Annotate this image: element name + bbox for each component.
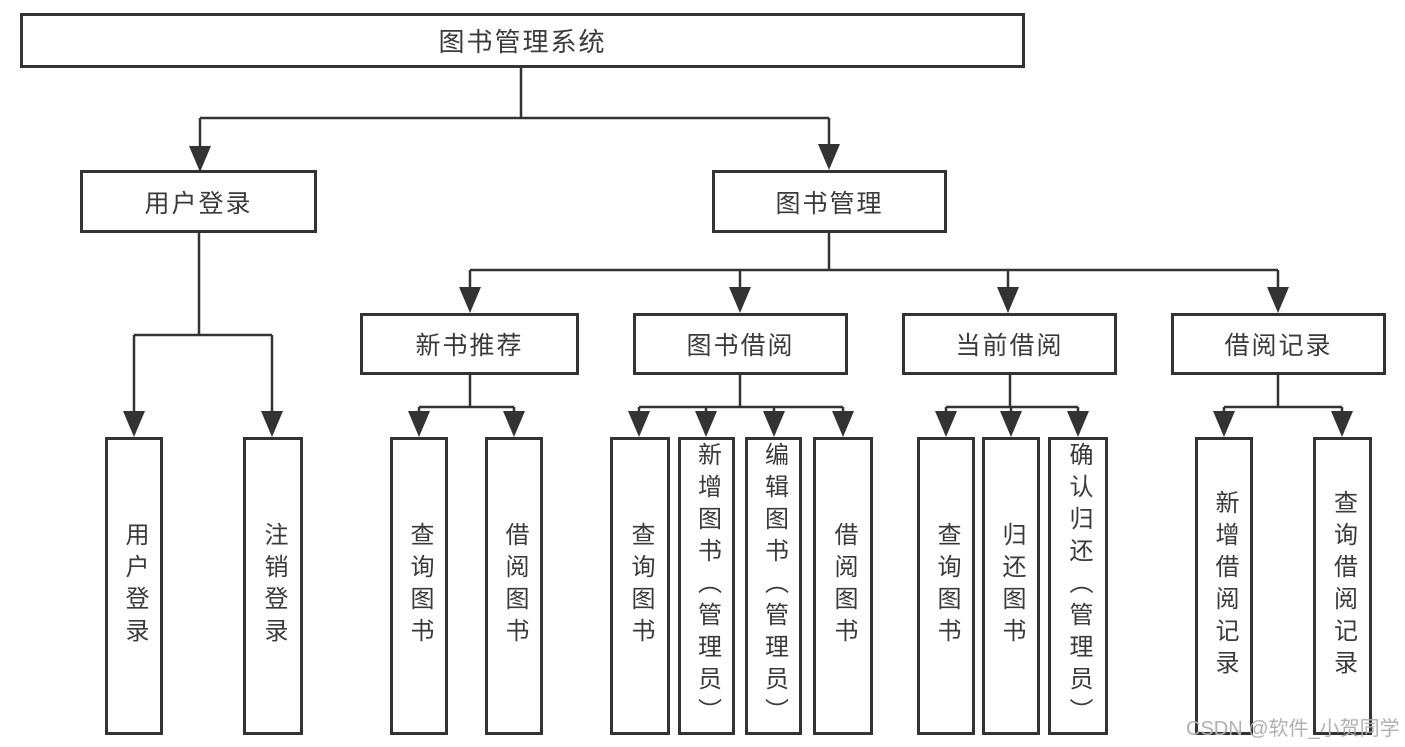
arrowhead <box>503 411 525 437</box>
node-label: 查询借阅记录 <box>1329 490 1357 682</box>
arrowhead <box>935 411 957 437</box>
arrowheads <box>123 144 1353 437</box>
arrowhead <box>695 411 717 437</box>
arrowhead <box>818 144 840 170</box>
node-book-borrow: 图书借阅 <box>633 313 848 375</box>
node-add-borrow-record: 新增借阅记录 <box>1195 437 1253 735</box>
node-label: 图书管理 <box>775 189 884 218</box>
node-search-books-current: 查询图书 <box>917 437 975 735</box>
arrowhead <box>763 411 785 437</box>
arrowhead <box>729 287 751 313</box>
connector-path <box>132 68 1344 411</box>
arrowhead <box>459 287 481 313</box>
node-root: 图书管理系统 <box>20 13 1025 68</box>
node-label: 编辑图书（管理员） <box>760 442 788 730</box>
node-label: 新增图书（管理员） <box>693 442 721 730</box>
arrowhead <box>189 146 211 172</box>
arrowhead <box>1000 411 1022 437</box>
node-label: 用户登录 <box>144 189 253 218</box>
node-current-borrow: 当前借阅 <box>902 313 1117 375</box>
node-borrow-books-recommend: 借阅图书 <box>485 437 543 735</box>
node-search-borrow-record: 查询借阅记录 <box>1313 437 1372 735</box>
node-book-mgmt: 图书管理 <box>712 170 947 233</box>
node-label: 图书管理系统 <box>438 27 607 57</box>
arrowhead <box>997 287 1019 313</box>
arrowhead <box>1067 411 1089 437</box>
node-label: 图书借阅 <box>686 332 795 360</box>
watermark: CSDN @软件_小贺同学 <box>1186 718 1400 740</box>
node-add-books-admin: 新增图书（管理员） <box>678 437 735 735</box>
node-label: 借阅图书 <box>501 522 528 650</box>
arrowhead <box>832 411 854 437</box>
node-label: 归还图书 <box>998 522 1025 650</box>
node-logout: 注销登录 <box>243 437 303 735</box>
node-return-books: 归还图书 <box>982 437 1040 735</box>
node-label: 当前借阅 <box>955 332 1064 360</box>
node-label: 查询图书 <box>933 522 960 650</box>
node-label: 新增借阅记录 <box>1211 490 1238 682</box>
node-search-books-borrow: 查询图书 <box>610 437 670 735</box>
node-label: 注销登录 <box>260 522 287 650</box>
node-user-login-branch: 用户登录 <box>80 170 317 233</box>
arrowhead <box>1213 411 1235 437</box>
node-new-book-recommend: 新书推荐 <box>360 313 579 375</box>
node-borrow-records: 借阅记录 <box>1171 313 1386 375</box>
node-label: 查询图书 <box>406 522 433 650</box>
node-label: 借阅图书 <box>830 522 857 650</box>
node-user-login: 用户登录 <box>105 437 163 735</box>
node-confirm-return-admin: 确认归还（管理员） <box>1048 437 1108 735</box>
node-search-books-recommend: 查询图书 <box>390 437 448 735</box>
arrowhead <box>1267 287 1289 313</box>
node-label: 借阅记录 <box>1224 332 1333 360</box>
arrowhead <box>123 411 145 437</box>
arrowhead <box>628 411 650 437</box>
arrowhead <box>1331 411 1353 437</box>
node-label: 用户登录 <box>121 522 148 650</box>
arrowhead <box>408 411 430 437</box>
node-label: 新书推荐 <box>415 332 524 360</box>
node-label: 查询图书 <box>627 522 654 650</box>
node-edit-books-admin: 编辑图书（管理员） <box>745 437 802 735</box>
node-borrow-books: 借阅图书 <box>813 437 873 735</box>
arrowhead <box>261 411 283 437</box>
node-label: 确认归还（管理员） <box>1065 442 1092 730</box>
